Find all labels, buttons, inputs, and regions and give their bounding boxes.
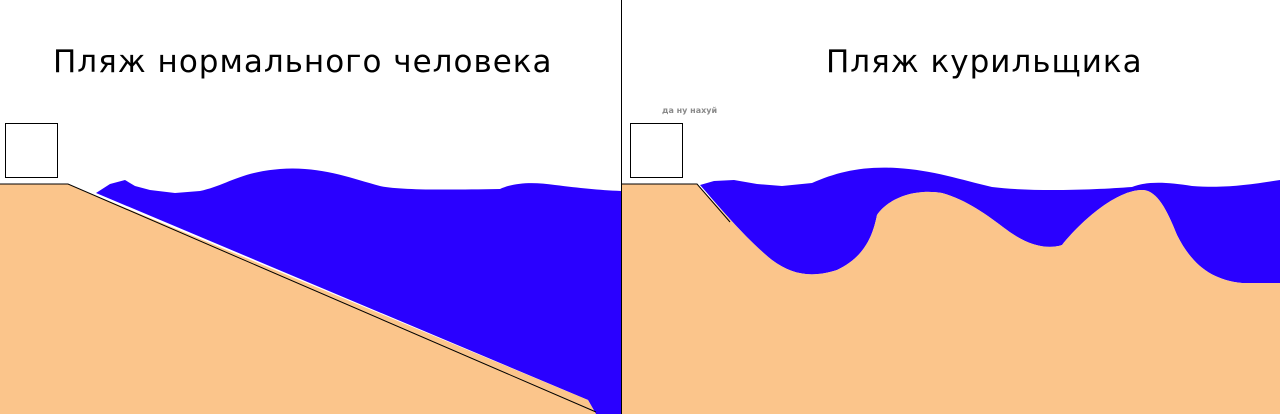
smoker-beach-title: Пляж курильщика bbox=[826, 44, 1143, 80]
beach-box bbox=[630, 123, 683, 178]
sea-water bbox=[96, 168, 621, 414]
shore-outline bbox=[622, 183, 731, 223]
shore-outline bbox=[0, 183, 597, 413]
box-caption: да ну нахуй bbox=[662, 106, 718, 115]
beach-box bbox=[5, 123, 58, 178]
sea-water bbox=[700, 167, 1280, 283]
normal-beach-title: Пляж нормального человека bbox=[53, 44, 553, 80]
normal-beach-scene bbox=[0, 123, 621, 414]
smoker-beach-scene bbox=[622, 123, 1280, 414]
panel-smoker-beach: Пляж курильщика да ну нахуй bbox=[622, 0, 1280, 414]
panel-normal-beach: Пляж нормального человека bbox=[0, 0, 621, 414]
sand-shore bbox=[0, 184, 596, 414]
panel-divider bbox=[621, 0, 622, 414]
sand-shore bbox=[622, 184, 1280, 414]
